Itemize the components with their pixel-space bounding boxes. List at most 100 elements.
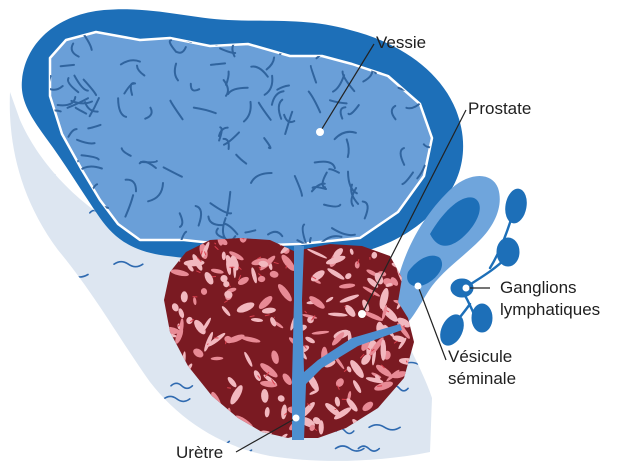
prostate-gland-texture (381, 305, 388, 320)
bladder-texture-stroke (119, 59, 141, 66)
prostate-gland-texture (312, 417, 321, 425)
prostate-vessel-texture (367, 347, 371, 351)
prostate-gland-texture (257, 275, 266, 283)
prostate-gland-texture (346, 398, 358, 412)
prostate-gland-texture (311, 330, 330, 335)
prostate-gland-texture (251, 267, 257, 284)
bladder-texture-stroke (82, 78, 98, 97)
prostate-gland-texture (397, 317, 411, 328)
bladder-texture-stroke (120, 147, 132, 157)
prostate-gland-texture (227, 376, 237, 388)
bladder-texture-stroke (222, 137, 230, 150)
tissue-squiggle (119, 413, 152, 421)
bladder-texture-stroke (422, 143, 432, 149)
label-bladder: Vessie (376, 33, 426, 52)
prostate-vessel-texture (311, 275, 317, 280)
bladder-texture-stroke (66, 97, 89, 109)
bladder-texture-stroke (310, 182, 326, 193)
bladder-texture-stroke (428, 35, 432, 48)
prostate-gland-texture (220, 275, 228, 283)
prostate-gland-texture (164, 433, 170, 438)
prostate-gland-texture (178, 308, 185, 319)
bladder-texture-stroke (162, 166, 183, 178)
bladder-texture-stroke (218, 126, 229, 137)
prostate-vessel-texture (304, 310, 308, 314)
prostate-vessel-texture (337, 385, 340, 390)
bladder-texture-stroke (250, 171, 273, 184)
bladder-texture-stroke (227, 86, 249, 95)
tissue-squiggle (163, 395, 191, 403)
prostate-vessel-texture (284, 412, 288, 416)
prostate-gland-texture (244, 351, 253, 367)
prostate-gland-texture (333, 407, 352, 420)
prostate-vessel-texture (224, 300, 229, 303)
prostate-gland-texture (339, 294, 360, 303)
lymph-nodes (440, 188, 527, 346)
prostate-gland-texture (201, 241, 210, 258)
prostate-gland-texture (250, 318, 264, 322)
prostate-gland-texture (334, 396, 341, 407)
prostate-gland-texture (179, 318, 184, 333)
prostate-gland-texture (362, 286, 381, 297)
bladder-texture-stroke (219, 47, 237, 54)
prostate-gland-texture (366, 269, 378, 277)
prostate-gland-texture (309, 424, 315, 431)
bladder-texture-stroke (339, 106, 347, 120)
prostate-gland-texture (264, 407, 270, 418)
prostate-vessel-texture (196, 256, 202, 263)
bladder-texture-stroke (301, 223, 308, 246)
prostate-gland-texture (344, 304, 356, 317)
prostate-vessel-texture (170, 432, 175, 437)
tissue-squiggle (24, 326, 45, 334)
prostate-gland-texture (379, 287, 389, 310)
bladder-texture-stroke (124, 194, 135, 218)
prostate-gland-texture (225, 255, 233, 268)
prostate-gland-texture (331, 332, 345, 346)
bladder-texture-stroke (50, 85, 64, 91)
prostate-gland-texture (325, 255, 346, 265)
prostate-gland-texture (224, 290, 233, 299)
prostate-gland-texture (369, 337, 384, 356)
bladder-texture-stroke (350, 187, 358, 207)
prostate-gland-texture (305, 336, 315, 344)
label-lymph-nodes-line2: lymphatiques (500, 300, 600, 319)
prostate-gland-texture (223, 280, 230, 288)
bladder-texture-stroke (177, 230, 188, 246)
prostate-vessel-texture (264, 314, 270, 317)
bladder-texture-stroke (267, 230, 284, 238)
bladder-texture-stroke (50, 75, 52, 101)
prostate-gland-texture (170, 269, 189, 277)
prostate-gland-texture (193, 348, 204, 358)
bladder-texture-stroke (284, 110, 294, 135)
bladder-texture-stroke (67, 77, 80, 94)
tissue-squiggle (31, 413, 52, 421)
prostate-vessel-texture (359, 353, 365, 359)
prostate-gland-texture (392, 335, 406, 343)
prostate-gland-texture (261, 389, 269, 403)
prostate-vessel-texture (371, 348, 375, 352)
prostate-gland-texture (261, 307, 276, 314)
bladder-texture-stroke (250, 65, 269, 78)
prostate-gland-texture (166, 409, 177, 423)
prostate-gland-texture (380, 339, 387, 361)
prostate-gland-texture (180, 291, 188, 303)
label-urethra: Urètre (176, 443, 223, 462)
tissue-squiggle (16, 383, 49, 390)
prostate-vessel-texture (214, 242, 217, 245)
bladder-texture-stroke (173, 62, 179, 82)
bladder-texture-stroke (209, 202, 233, 215)
bladder-texture-stroke (70, 99, 93, 105)
prostate-vessel-texture (214, 245, 219, 251)
prostate-vessel-texture (380, 364, 385, 369)
prostate-gland-texture (362, 401, 374, 412)
prostate-gland-texture (352, 380, 362, 394)
prostate-vessel-texture (249, 315, 255, 318)
bladder-texture-stroke (194, 205, 203, 227)
tissue-squiggle (111, 435, 132, 443)
prostate-gland-texture (325, 296, 334, 303)
bladder-texture-stroke (124, 178, 138, 193)
prostate-gland-texture (171, 303, 179, 312)
prostate-gland-texture (346, 366, 352, 373)
bladder-texture-stroke (136, 64, 146, 77)
